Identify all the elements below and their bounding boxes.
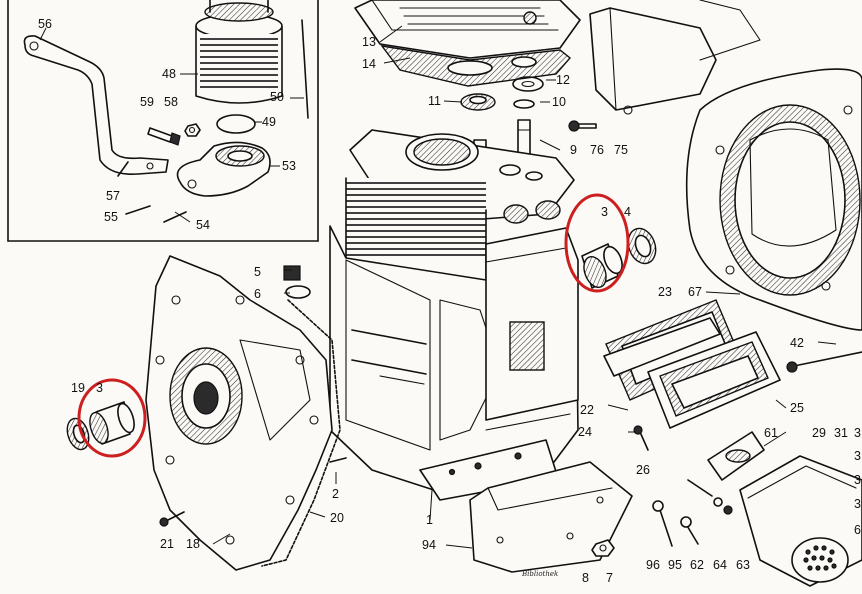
label-25: 25 [790, 401, 804, 415]
label-12: 12 [556, 73, 570, 87]
seal-4 [627, 227, 657, 265]
label-18: 18 [186, 537, 200, 551]
label-7: 7 [606, 571, 613, 585]
label-76: 76 [590, 143, 604, 157]
edge-label-4: 3 [854, 497, 861, 511]
ring-11 [460, 93, 496, 111]
label-96: 96 [646, 558, 660, 572]
air-filter-48 [195, 0, 283, 104]
label-20: 20 [330, 511, 344, 525]
label-61: 61 [764, 426, 778, 440]
highlight-circle-left [77, 378, 147, 458]
highlight-circle-right [564, 193, 630, 293]
housing-67 [685, 68, 862, 331]
label-11: 11 [428, 94, 441, 108]
label-22: 22 [580, 403, 594, 417]
label-29: 29 [812, 426, 826, 440]
label-56: 56 [38, 17, 52, 31]
screw-24-26 [633, 425, 649, 451]
cylinder-head-13 [354, 0, 581, 59]
flange-61 [707, 431, 765, 481]
label-54: 54 [196, 218, 210, 232]
label-19: 19 [71, 381, 85, 395]
edge-label-1: 3 [854, 426, 861, 440]
label-4: 4 [624, 205, 631, 219]
bolt-76 [568, 120, 597, 132]
label-9: 9 [570, 143, 577, 157]
label-64: 64 [713, 558, 727, 572]
label-21: 21 [160, 537, 174, 551]
label-3-right: 3 [601, 205, 608, 219]
leader-lines [39, 25, 837, 549]
side-cover-18 [145, 255, 333, 571]
label-75: 75 [614, 143, 628, 157]
muffler-perforations [803, 545, 837, 571]
bolt-42 [786, 351, 862, 373]
label-13: 13 [362, 35, 376, 49]
label-23: 23 [658, 285, 672, 299]
oring-49 [216, 114, 256, 134]
pin-2 [329, 457, 347, 463]
label-57: 57 [106, 189, 120, 203]
label-49: 49 [262, 115, 276, 129]
label-10: 10 [552, 95, 566, 109]
label-8: 8 [582, 571, 589, 585]
label-63: 63 [736, 558, 750, 572]
ring-12 [512, 76, 544, 92]
housing-75 [589, 0, 761, 115]
label-59: 59 [140, 95, 154, 109]
edge-label-5: 6 [854, 523, 861, 537]
label-14: 14 [362, 57, 376, 71]
label-5: 5 [254, 265, 261, 279]
label-58: 58 [164, 95, 178, 109]
inset-frame [7, 0, 319, 242]
edge-label-2: 3 [854, 449, 861, 463]
label-50: 50 [270, 90, 284, 104]
muffler [739, 455, 862, 587]
pins-inset [117, 161, 187, 223]
plate-22 [603, 317, 721, 377]
label-94: 94 [422, 538, 436, 552]
bracket-94 [469, 461, 633, 573]
nut-58 [184, 123, 201, 137]
fasteners-62-64 [652, 479, 733, 547]
rod-50 [301, 19, 309, 119]
label-31: 31 [834, 426, 848, 440]
label-95: 95 [668, 558, 682, 572]
ring-10 [513, 99, 535, 109]
screw-59 [147, 127, 181, 146]
bearing-3-left [89, 401, 135, 445]
bearing-3-right [581, 243, 623, 289]
label-55: 55 [104, 210, 118, 224]
bolt-8-7 [591, 539, 615, 557]
gasket-20 [261, 299, 341, 567]
label-1: 1 [426, 513, 433, 527]
cover-25 [647, 331, 781, 429]
label-2: 2 [332, 487, 339, 501]
edge-label-3: 3 [854, 473, 861, 487]
label-48: 48 [162, 67, 176, 81]
gasket-14 [380, 45, 572, 87]
screw-21 [159, 511, 185, 527]
label-62: 62 [690, 558, 704, 572]
part-labels: 56 48 50 49 59 58 53 57 55 54 13 14 11 1… [38, 17, 861, 585]
label-42: 42 [790, 336, 804, 350]
label-26: 26 [636, 463, 650, 477]
label-24: 24 [578, 425, 592, 439]
bracket-56 [23, 35, 169, 176]
label-53: 53 [282, 159, 296, 173]
label-67: 67 [688, 285, 702, 299]
library-stamp: Bibliothek [521, 570, 558, 578]
elbow-53 [176, 141, 271, 197]
label-3-left: 3 [96, 381, 103, 395]
label-6: 6 [254, 287, 261, 301]
crankcase-1 [329, 129, 579, 501]
